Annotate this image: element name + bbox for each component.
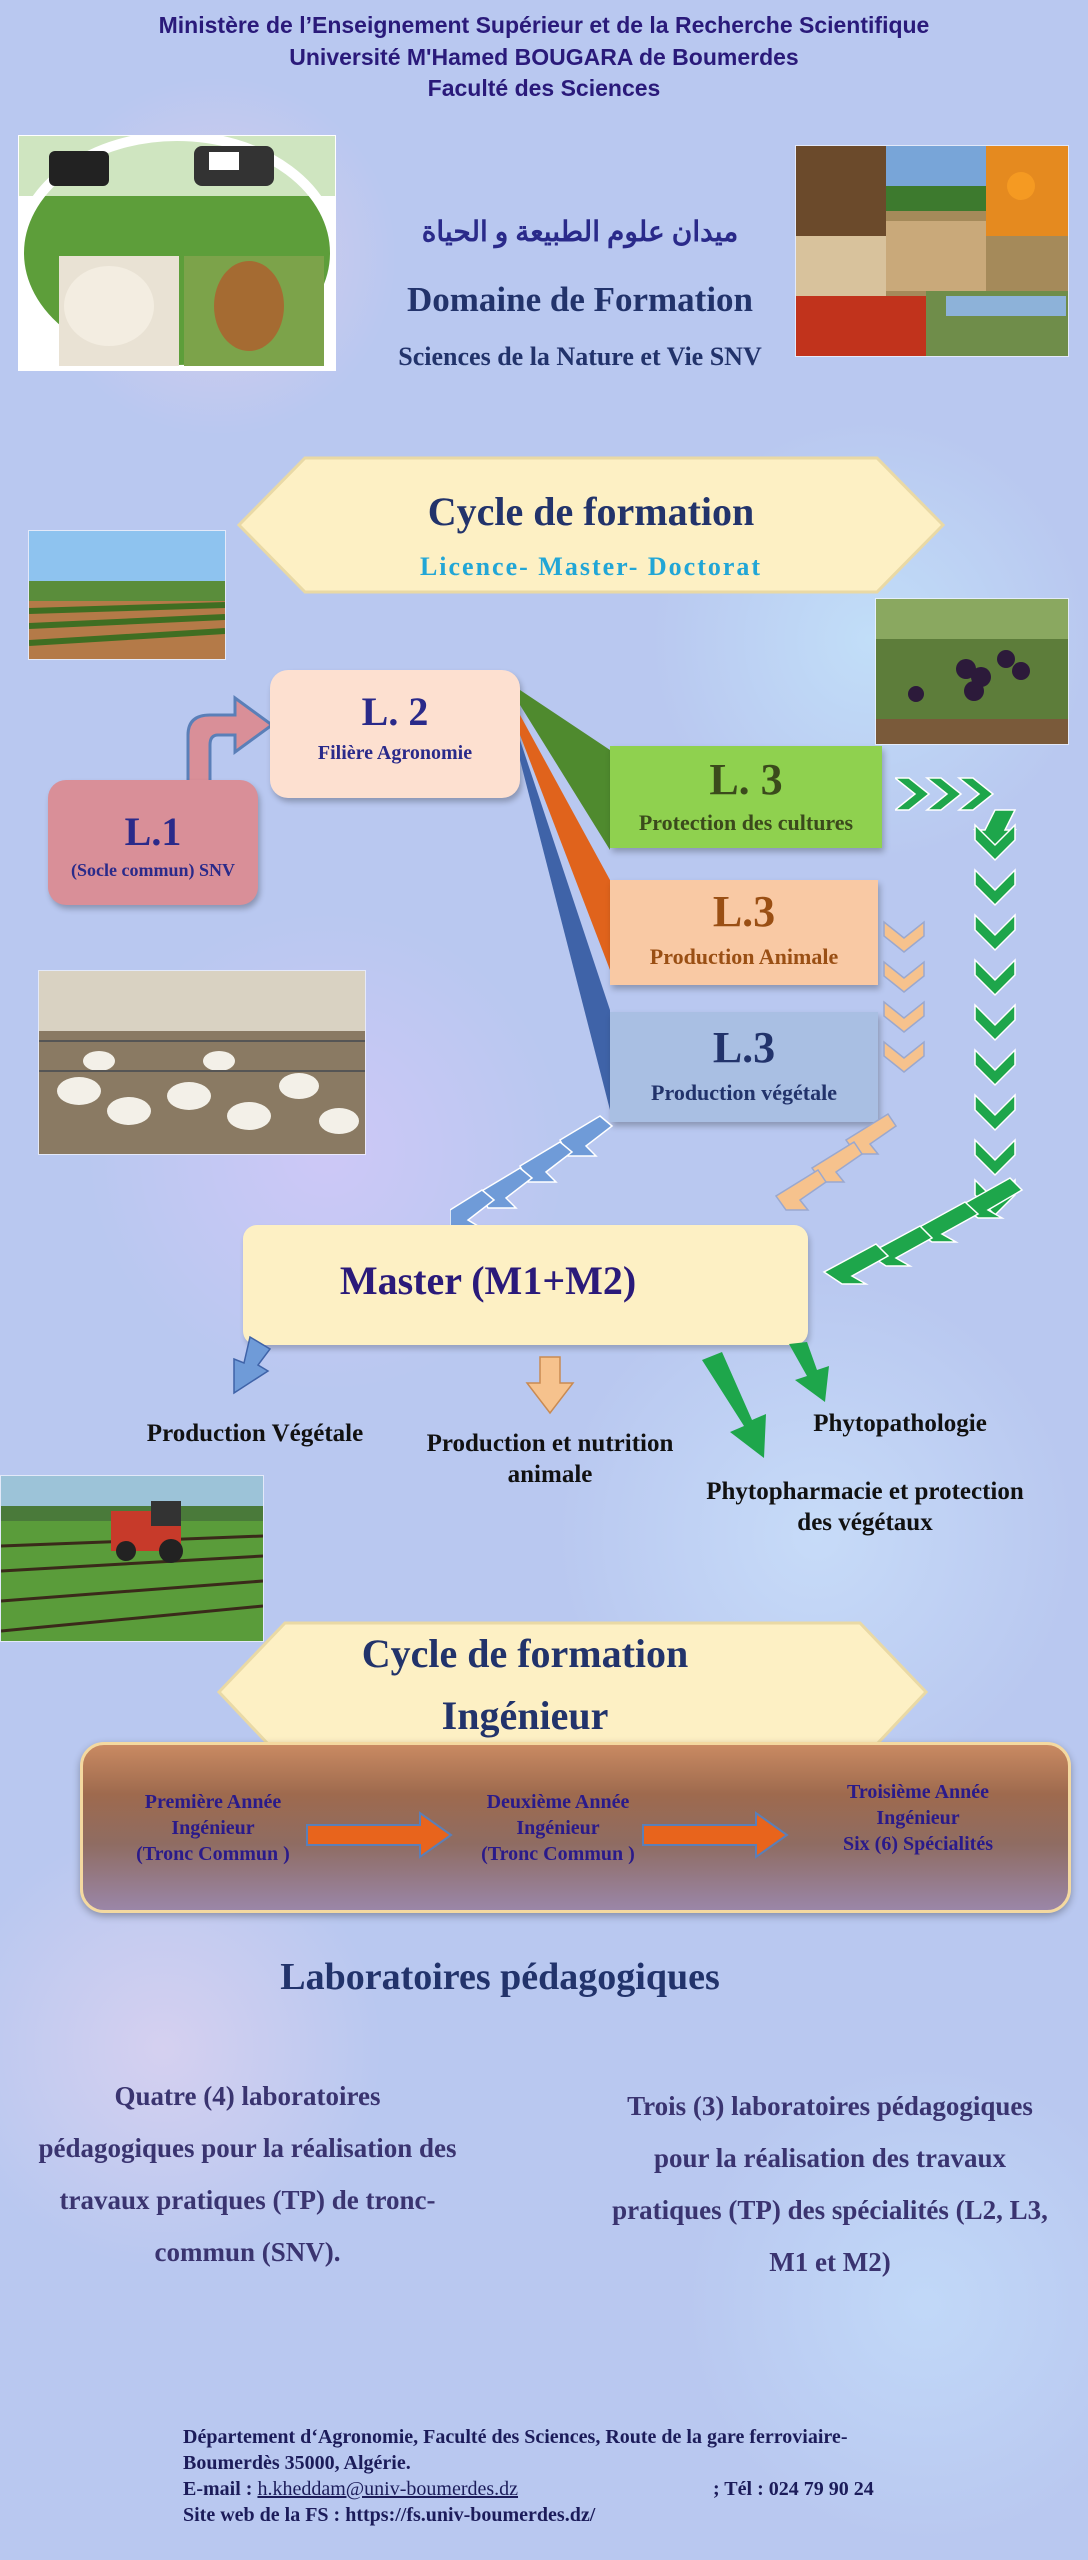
- peach-chevron-left: [774, 1112, 898, 1211]
- arrow-down-icon: [789, 1342, 829, 1402]
- l3-protection-subtitle: Protection des cultures: [638, 810, 854, 835]
- domain-title: Domaine de Formation: [406, 280, 754, 319]
- livestock-photo: [18, 135, 336, 371]
- l1-title: L.1: [124, 809, 182, 854]
- fan-connector: [520, 690, 610, 1110]
- l2-box: L. 2 Filière Agronomie: [270, 670, 520, 798]
- cycle-subtitle: Licence- Master- Doctorat: [419, 552, 763, 581]
- year1-line2: Ingénieur: [171, 1817, 255, 1839]
- grapes-photo: [875, 598, 1069, 745]
- footer-email-label: E-mail :: [183, 2478, 258, 2500]
- domain-arabic-title: ميدان علوم الطبيعة و الحياة: [421, 217, 739, 248]
- labs-right-line3: pratiques (TP) des spécialités (L2, L3,: [612, 2195, 1048, 2225]
- poultry-photo: [38, 970, 366, 1155]
- engineer-cycle-title-2: Ingénieur: [441, 1693, 609, 1738]
- year3-line1: Troisième Année: [846, 1781, 990, 1803]
- peach-chevron-down: [883, 920, 925, 1073]
- footer-address-line2: Boumerdès 35000, Algérie.: [183, 2452, 411, 2474]
- arrow-down-icon: [233, 1335, 272, 1395]
- tractor-field-photo: [0, 1475, 264, 1642]
- l3-protection-title: L. 3: [709, 755, 783, 804]
- vineyard-photo: [28, 530, 226, 660]
- labs-title: Laboratoires pédagogiques: [280, 1956, 720, 1998]
- labs-left-line3: travaux pratiques (TP) de tronc-: [59, 2185, 436, 2215]
- footer-website: Site web de la FS : https://fs.univ-boum…: [183, 2504, 596, 2526]
- green-chevron-path: [895, 777, 1018, 1217]
- outcome-production-animale: Production et nutrition animale: [426, 1430, 674, 1488]
- l1-box: L.1 (Socle commun) SNV: [48, 780, 258, 905]
- cycle-banner-shape: [236, 456, 946, 594]
- engineer-year-3: Troisième Année Ingénieur Six (6) Spécia…: [803, 1779, 1033, 1857]
- year2-line2: Ingénieur: [516, 1817, 600, 1839]
- arrow-right-icon: [642, 1811, 789, 1859]
- curved-arrow-icon: [186, 695, 275, 800]
- l2-title: L. 2: [361, 689, 429, 734]
- arrow-down-icon: [525, 1356, 575, 1415]
- year2-line1: Deuxième Année: [486, 1791, 630, 1813]
- l3-protection-box: L. 3 Protection des cultures: [610, 746, 882, 848]
- faculty-line: Faculté des Sciences: [427, 75, 661, 101]
- arrow-down-icon: [702, 1352, 766, 1458]
- outcome-production-vegetale: Production Végétale: [146, 1420, 364, 1447]
- footer-email-link[interactable]: h.kheddam@univ-boumerdes.dz: [257, 2478, 519, 2500]
- l3-animale-subtitle: Production Animale: [649, 944, 839, 969]
- year3-line2: Ingénieur: [876, 1807, 960, 1829]
- labs-right-line2: pour la réalisation des travaux: [653, 2143, 1006, 2173]
- footer-tel: ; Tél : 024 79 90 24: [713, 2478, 874, 2500]
- labs-right-line1: Trois (3) laboratoires pédagogiques: [627, 2091, 1033, 2121]
- l3-vegetale-box: L.3 Production végétale: [610, 1012, 878, 1122]
- labs-left-text: Quatre (4) laboratoires pédagogiques pou…: [20, 2070, 475, 2278]
- engineer-year-2: Deuxième Année Ingénieur (Tronc Commun ): [458, 1789, 658, 1867]
- year3-line3: Six (6) Spécialités: [843, 1833, 993, 1855]
- master-box: Master (M1+M2): [243, 1225, 808, 1345]
- l2-subtitle: Filière Agronomie: [317, 742, 473, 764]
- labs-left-line2: pédagogiques pour la réalisation des: [38, 2133, 457, 2163]
- footer-contact: E-mail : h.kheddam@univ-boumerdes.dz ; T…: [183, 2476, 923, 2502]
- outcome-phytopharmacie: Phytopharmacie et protection des végétau…: [706, 1478, 1024, 1536]
- blue-chevron-left: [450, 1115, 614, 1227]
- engineer-years-band: Première Année Ingénieur (Tronc Commun )…: [80, 1742, 1071, 1913]
- l1-subtitle: (Socle commun) SNV: [71, 860, 235, 880]
- engineer-year-1: Première Année Ingénieur (Tronc Commun ): [113, 1789, 313, 1867]
- l3-vegetale-title: L.3: [712, 1023, 776, 1072]
- domain-subtitle: Sciences de la Nature et Vie SNV: [398, 342, 762, 371]
- engineer-cycle-title: Cycle de formation: [361, 1631, 689, 1676]
- l3-animale-box: L.3 Production Animale: [610, 880, 878, 985]
- arrow-right-icon: [306, 1811, 453, 1859]
- year1-line3: (Tronc Commun ): [136, 1843, 290, 1865]
- green-chevron-left: [822, 1177, 1024, 1285]
- labs-left-line1: Quatre (4) laboratoires: [114, 2081, 381, 2111]
- l3-vegetale-subtitle: Production végétale: [651, 1080, 837, 1105]
- ministry-line: Ministère de l’Enseignement Supérieur et…: [158, 12, 930, 38]
- university-line: Université M'Hamed BOUGARA de Boumerdes: [289, 44, 799, 70]
- footer-address-line1: Département d‘Agronomie, Faculté des Sci…: [183, 2426, 848, 2448]
- labs-right-text: Trois (3) laboratoires pédagogiques pour…: [590, 2080, 1070, 2288]
- l3-animale-title: L.3: [712, 887, 776, 936]
- cycle-title: Cycle de formation: [427, 489, 755, 534]
- labs-right-line4: M1 et M2): [769, 2247, 891, 2277]
- master-title: Master (M1+M2): [339, 1258, 637, 1303]
- outcome-phytopathologie: Phytopathologie: [813, 1410, 987, 1437]
- year2-line3: (Tronc Commun ): [481, 1843, 635, 1865]
- year1-line1: Première Année: [144, 1791, 282, 1813]
- agriculture-collage-photo: [795, 145, 1069, 357]
- labs-left-line4: commun (SNV).: [154, 2237, 341, 2267]
